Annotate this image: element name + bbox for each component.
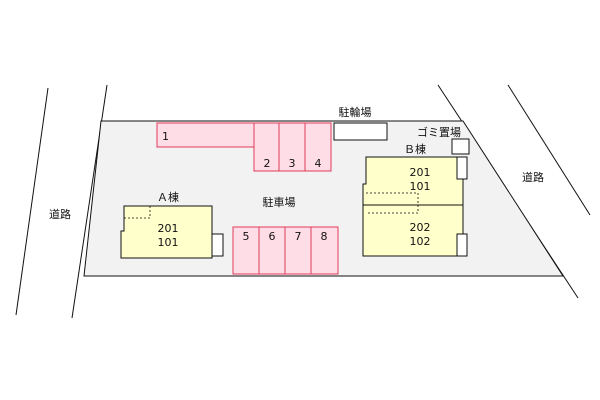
bike-parking-area: [333, 122, 388, 141]
road-line-right-outer: [507, 84, 591, 216]
building-a-stair: [124, 206, 151, 219]
road-line-left-outer: [15, 87, 49, 316]
building-b-annex-upper: [456, 156, 468, 180]
parking-space-number: 6: [269, 230, 276, 243]
road-label-left: 道路: [49, 207, 71, 221]
building-b-unit: 201: [410, 166, 431, 179]
bike-parking-label: 駐輪場: [339, 105, 372, 119]
building-b-unit: 101: [410, 180, 431, 193]
garbage-label: ゴミ置場: [417, 125, 461, 139]
garbage-area: [451, 138, 470, 155]
building-b-name: Ｂ棟: [404, 142, 426, 156]
building-b-stair: [366, 192, 419, 214]
parking-space-number: 2: [264, 157, 271, 170]
building-a-unit: 101: [158, 236, 179, 249]
building-a-annex: [211, 233, 224, 257]
building-a-outline: [120, 205, 213, 259]
parking-space-number: 3: [289, 157, 296, 170]
building-a-unit: 201: [158, 222, 179, 235]
building-b-annex-lower: [456, 233, 468, 257]
parking-space-number: 5: [243, 230, 250, 243]
parking-label: 駐車場: [263, 195, 296, 209]
parking-row-top-outline: [156, 122, 332, 172]
building-a: Ａ棟 201 101: [120, 190, 224, 259]
parking-space-number: 1: [162, 130, 169, 143]
building-a-name: Ａ棟: [157, 190, 179, 204]
building-b-unit: 202: [410, 221, 431, 234]
parking-row-top: 1 2 3 4: [156, 122, 332, 172]
road-label-right: 道路: [522, 170, 544, 184]
parking-space-number: 7: [295, 230, 302, 243]
parking-space-number: 4: [315, 157, 322, 170]
parking-row-bottom: 5 6 7 8: [232, 226, 339, 275]
building-b-unit: 102: [410, 235, 431, 248]
parking-space-number: 8: [321, 230, 328, 243]
building-b: Ｂ棟 201 101 202 102: [362, 142, 468, 257]
